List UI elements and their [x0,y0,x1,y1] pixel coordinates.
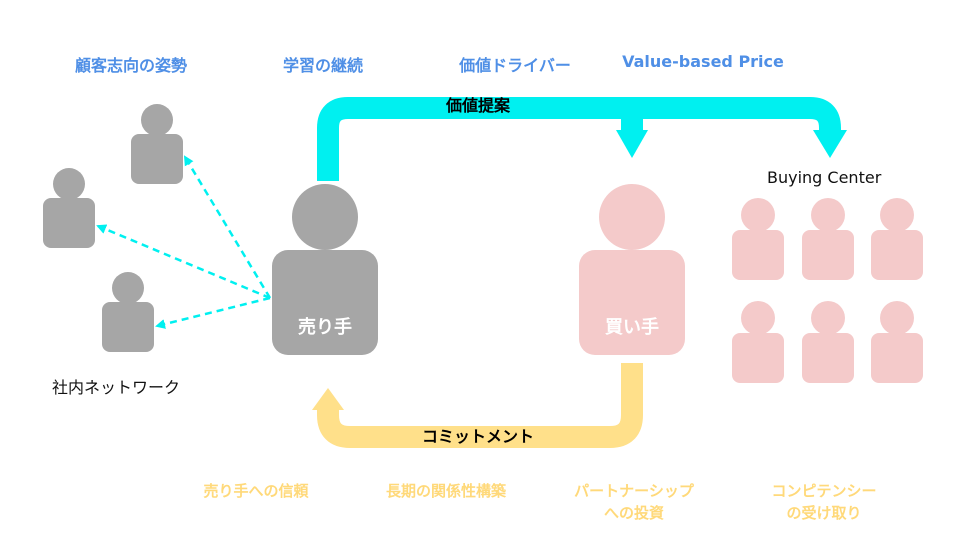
arrowhead-buying-center [813,130,847,158]
seller-label: 売り手 [298,316,352,338]
dashed-arrow-1 [183,155,272,299]
arrowhead-seller [312,388,344,410]
label-value-driver: 価値ドライバー [459,56,571,75]
bc-person-2 [802,198,854,280]
internal-network-links [96,155,272,329]
label-seller-trust: 売り手への信頼 [203,482,309,500]
commitment-flow: コミットメント [312,363,643,448]
value-proposal-label: 価値提案 [445,96,511,115]
seller-person: 売り手 [272,184,378,355]
label-competency-receipt: コンピテンシー の受け取り [771,480,876,524]
commitment-label: コミットメント [422,427,534,446]
label-continuous-learning: 学習の継続 [282,56,364,75]
network-person-2 [43,168,95,248]
partnership-line-2: への投資 [603,504,665,522]
network-person-1 [131,104,183,184]
bc-person-5 [802,301,854,383]
dashed-arrow-3 [155,296,271,329]
network-person-3 [102,272,154,352]
buying-center-persons [732,198,923,383]
partnership-line-1: パートナーシップ [574,482,694,500]
internal-network-caption: 社内ネットワーク [52,378,181,397]
competency-line-2: の受け取り [786,504,862,522]
value-proposal-flow: 価値提案 [317,96,847,181]
bc-person-3 [871,198,923,280]
bc-person-4 [732,301,784,383]
label-long-term-relationship: 長期の関係性構築 [385,482,507,500]
label-value-based-price: Value-based Price [622,52,784,71]
buying-center-caption: Buying Center [767,168,882,187]
buyer-person: 買い手 [579,184,685,355]
competency-line-1: コンピテンシー [771,482,877,500]
bc-person-1 [732,198,784,280]
label-partnership-investment: パートナーシップ への投資 [574,480,694,524]
arrowhead-buyer [616,130,648,158]
bc-person-6 [871,301,923,383]
buyer-label: 買い手 [605,316,659,338]
internal-network-persons [43,104,183,352]
label-customer-orientation: 顧客志向の姿勢 [74,56,188,75]
